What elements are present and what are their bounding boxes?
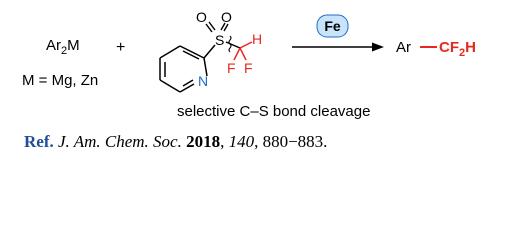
oxygen-atom-2: O xyxy=(221,9,232,25)
sulfur-atom: S xyxy=(215,32,224,48)
difluoromethyl-bonds xyxy=(233,41,253,61)
reagent-label: Ar2M xyxy=(46,37,80,57)
reference-citation: Ref. J. Am. Chem. Soc. 2018, 140, 880−88… xyxy=(24,132,328,151)
product-difluoromethyl: CF2H xyxy=(439,39,476,59)
pyridine-nitrogen: N xyxy=(198,73,208,89)
reference-journal: J. Am. Chem. Soc. xyxy=(57,132,182,151)
bond-cleavage-mark xyxy=(228,35,232,53)
catalyst-badge: Fe xyxy=(316,14,349,38)
reaction-arrow xyxy=(292,42,384,52)
scheme-caption: selective C–S bond cleavage xyxy=(177,103,370,120)
metal-definition: M = Mg, Zn xyxy=(22,72,98,89)
reference-volume: 140 xyxy=(228,132,255,151)
reference-year: 2018 xyxy=(186,132,221,151)
product-aryl: Ar xyxy=(396,39,411,56)
pyridine-ring xyxy=(159,44,216,93)
reference-pages: 880−883. xyxy=(262,132,328,151)
fluorine-atom-1: F xyxy=(227,60,236,76)
fluorine-atom-2: F xyxy=(244,60,253,76)
reaction-scheme: Ar2M M = Mg, Zn + N S O O H F F xyxy=(22,9,476,120)
catalyst-label: Fe xyxy=(324,18,341,34)
oxygen-atom-1: O xyxy=(196,9,207,25)
plus-sign: + xyxy=(116,39,125,56)
sulfonyl-bonds xyxy=(205,21,241,49)
hydrogen-atom: H xyxy=(252,31,262,47)
reference-label: Ref. xyxy=(24,132,54,151)
